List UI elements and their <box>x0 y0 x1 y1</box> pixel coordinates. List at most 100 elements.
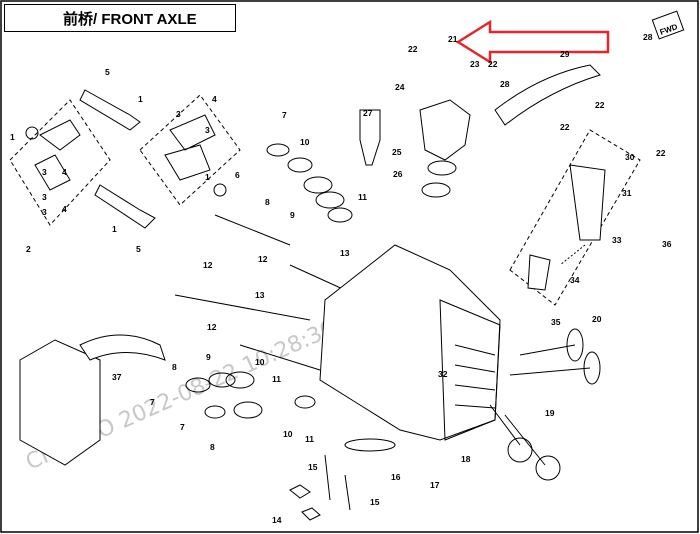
callout-label: 12 <box>207 322 217 332</box>
callout-label: 33 <box>612 235 622 245</box>
callout-label: 9 <box>206 352 211 362</box>
callout-label: 10 <box>283 429 293 439</box>
callout-label: 11 <box>358 192 367 202</box>
valve-19a <box>489 404 521 446</box>
callout-label: 31 <box>622 188 632 198</box>
callout-label: 4 <box>62 167 67 177</box>
callout-label: 5 <box>136 244 141 254</box>
rocker-arm-mid <box>164 114 216 181</box>
callout-label: 3 <box>42 207 47 217</box>
callout-label: 21 <box>448 34 458 44</box>
callout-label: 17 <box>430 480 440 490</box>
callout-label: 2 <box>26 244 31 254</box>
callout-label: 8 <box>265 197 270 207</box>
rocker-group-mid-box <box>139 94 241 206</box>
callout-label: 11 <box>272 374 281 384</box>
tensioner-rod <box>527 254 551 291</box>
fwd-box <box>651 10 685 40</box>
stud-15a <box>324 454 331 501</box>
cylinder-head-side <box>439 299 501 441</box>
rocker-arm-left <box>34 119 81 191</box>
callout-label: 22 <box>595 100 605 110</box>
callout-label: 23 <box>470 59 480 69</box>
gasket-16 <box>344 438 396 452</box>
diagram-title: 前桥/ FRONT AXLE <box>63 10 197 28</box>
callout-label: 36 <box>662 239 672 249</box>
callout-label: 1 <box>138 94 143 104</box>
long-bolt-2 <box>174 294 311 321</box>
cylinder-head-body <box>319 244 501 441</box>
callout-label: 12 <box>258 254 268 264</box>
callout-label: 35 <box>551 317 561 327</box>
callout-label: 13 <box>255 290 265 300</box>
callout-label: 28 <box>643 32 653 42</box>
callout-label: 32 <box>438 369 448 379</box>
callout-label: 5 <box>105 67 110 77</box>
inset-head-assembly <box>19 339 101 466</box>
callout-label: 6 <box>235 170 240 180</box>
long-bolt-1 <box>214 214 291 246</box>
valve-spring-stack-lower <box>185 371 316 419</box>
callout-label: 1 <box>205 172 210 182</box>
callout-label: 37 <box>112 372 122 382</box>
callout-label: 12 <box>203 260 213 270</box>
callout-label: 22 <box>488 59 498 69</box>
tensioner-group-box <box>509 129 641 306</box>
callout-label: 7 <box>180 422 185 432</box>
callout-label: 16 <box>391 472 401 482</box>
long-bolt-4 <box>289 264 346 291</box>
callout-label: 10 <box>300 137 310 147</box>
callout-label: 8 <box>172 362 177 372</box>
callout-label: 24 <box>395 82 405 92</box>
head-gasket-fins <box>454 344 496 409</box>
inset-breather-hose <box>79 334 166 361</box>
callout-label: 29 <box>560 49 570 59</box>
nut-14a <box>289 484 311 499</box>
washer-left <box>25 126 39 140</box>
callout-label: 10 <box>255 357 265 367</box>
callout-label: 25 <box>392 147 402 157</box>
callout-label: 13 <box>340 248 350 258</box>
callout-label: 18 <box>461 454 471 464</box>
tensioner-spring <box>559 244 586 266</box>
callout-label: 22 <box>560 122 570 132</box>
nut-14b <box>301 507 321 521</box>
callout-label: 4 <box>62 204 67 214</box>
callout-label: 3 <box>42 167 47 177</box>
rocker-group-left-box <box>9 99 111 226</box>
temp-sensor <box>359 109 381 166</box>
highlight-arrow <box>455 19 610 65</box>
callout-label: 22 <box>656 148 666 158</box>
stud-15b <box>344 474 351 511</box>
tensioner-body <box>569 164 606 241</box>
callout-label: 14 <box>272 515 282 525</box>
callout-label: 3 <box>205 125 210 135</box>
callout-label: 15 <box>370 497 380 507</box>
o-ring-25 <box>427 160 457 176</box>
callout-label: 28 <box>500 79 510 89</box>
callout-label: 8 <box>210 442 215 452</box>
o-ring-26 <box>421 182 451 198</box>
callout-label: 1 <box>112 224 117 234</box>
callout-label: 19 <box>545 408 555 418</box>
long-bolt-3 <box>239 344 321 371</box>
callout-label: 1 <box>10 132 15 142</box>
callout-label: 34 <box>570 275 580 285</box>
thermostat-housing <box>419 99 471 161</box>
washer-mid <box>213 183 227 197</box>
part-linework <box>9 10 685 521</box>
callout-label: 7 <box>150 397 155 407</box>
callout-label: 22 <box>408 44 418 54</box>
valve-20b <box>509 367 591 376</box>
valve-spring-stack-upper <box>266 143 353 223</box>
callout-label: 3 <box>176 109 181 119</box>
callout-label: 11 <box>305 434 314 444</box>
callout-label: 3 <box>42 192 47 202</box>
callout-label: 7 <box>282 110 287 120</box>
callout-label: 15 <box>308 462 318 472</box>
valve-19b <box>504 414 546 466</box>
